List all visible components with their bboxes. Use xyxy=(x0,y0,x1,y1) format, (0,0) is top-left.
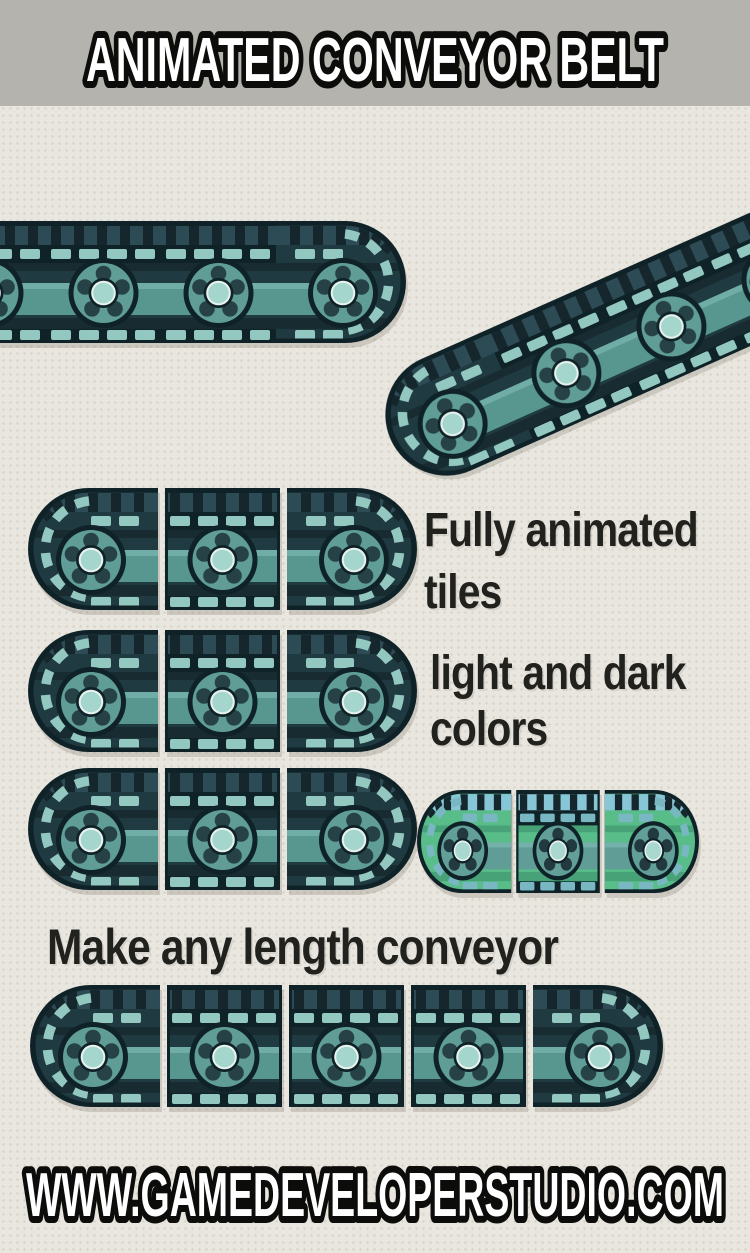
conveyor-belt-diagonal xyxy=(366,144,750,495)
belt-cap xyxy=(28,768,158,890)
conveyor-tiles-row-1-art xyxy=(28,488,417,610)
belt-tile xyxy=(161,221,276,343)
conveyor-belt-bottom xyxy=(30,985,663,1107)
belt-cap xyxy=(533,985,663,1107)
footer-art: WWW.GAMEDEVELOPERSTUDIO.COM xyxy=(19,1154,731,1237)
belt-tile xyxy=(46,221,161,343)
conveyor-belt-top-left xyxy=(0,221,406,343)
conveyor-tiles-dark-art xyxy=(28,768,417,890)
footer: WWW.GAMEDEVELOPERSTUDIO.COM xyxy=(0,1140,750,1250)
conveyor-tiles-row-2-art xyxy=(28,630,417,752)
title-banner-art: ANIMATED CONVEYOR BELT xyxy=(79,19,671,102)
belt-cap xyxy=(28,488,158,610)
belt-cap xyxy=(287,768,417,890)
belt-cap xyxy=(28,630,158,752)
conveyor-tiles-light xyxy=(417,790,699,893)
belt-cap xyxy=(30,985,160,1107)
belt-cap xyxy=(287,488,417,610)
conveyor-tiles-light-art xyxy=(417,790,699,893)
belt-tile xyxy=(167,985,282,1107)
conveyor-belt-bottom-art xyxy=(30,985,663,1107)
belt-cap xyxy=(417,790,511,893)
belt-tile xyxy=(289,985,404,1107)
conveyor-tiles-dark xyxy=(28,768,417,890)
belt-cap xyxy=(276,221,406,343)
belt-cap xyxy=(287,630,417,752)
belt-tile xyxy=(165,630,280,752)
belt-tile xyxy=(411,985,526,1107)
note-any-length: Make any length conveyor xyxy=(47,919,559,975)
conveyor-tiles-row-2 xyxy=(28,630,417,752)
belt-tile xyxy=(165,488,280,610)
conveyor-belt-top-left-art xyxy=(0,221,406,343)
note-light-and-dark: light and dark colors xyxy=(430,647,686,756)
belt-tile xyxy=(165,768,280,890)
note-fully-animated: Fully animated tiles xyxy=(424,504,699,619)
page-title: ANIMATED CONVEYOR BELT xyxy=(86,26,664,95)
belt-tile xyxy=(0,221,46,343)
title-banner: ANIMATED CONVEYOR BELT xyxy=(0,0,750,106)
belt-cap xyxy=(605,790,699,893)
conveyor-belt-diagonal-art xyxy=(366,144,750,495)
conveyor-tiles-row-1 xyxy=(28,488,417,610)
website-url: WWW.GAMEDEVELOPERSTUDIO.COM xyxy=(26,1161,724,1230)
belt-tile xyxy=(516,790,599,893)
